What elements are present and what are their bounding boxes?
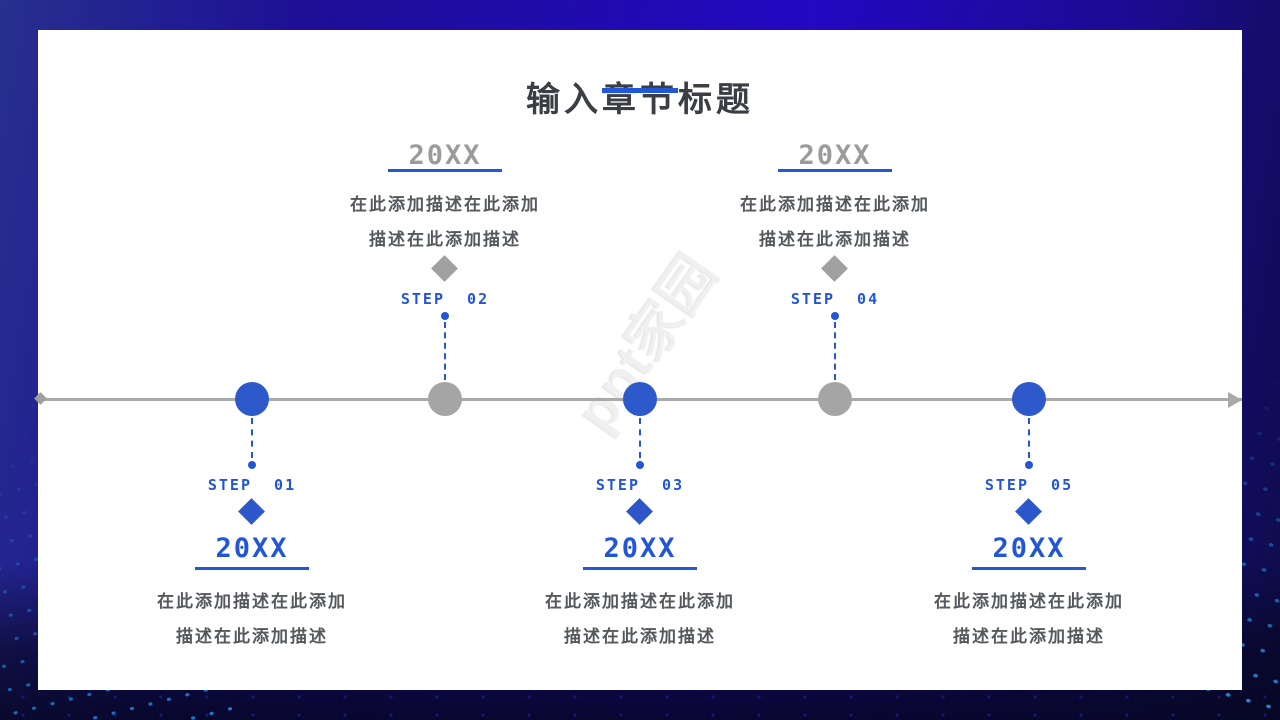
connector-dot	[441, 312, 449, 320]
halftone-dots-bottom	[0, 688, 1280, 720]
step-label: STEP 05	[984, 476, 1074, 494]
year-underline	[388, 169, 502, 172]
year-placeholder: 20XX	[603, 533, 677, 564]
title-underline	[602, 88, 678, 93]
diamond-icon	[238, 498, 265, 525]
connector-dot	[831, 312, 839, 320]
step-label: STEP 01	[207, 476, 297, 494]
connector-dot	[248, 461, 256, 469]
step-02-column: 20XX 在此添加描述在此添加 描述在此添加描述 STEP 02	[330, 30, 560, 690]
year-underline	[972, 567, 1086, 570]
description-line1: 在此添加描述在此添加	[157, 592, 347, 611]
connector-dashed-line	[1028, 418, 1030, 458]
page-title: 输入章节标题	[526, 81, 754, 119]
step-label: STEP 03	[595, 476, 685, 494]
timeline-start-diamond-icon	[34, 392, 47, 405]
step-01-column: STEP 01 20XX 在此添加描述在此添加 描述在此添加描述	[137, 30, 367, 690]
step-04-column: 20XX 在此添加描述在此添加 描述在此添加描述 STEP 04	[720, 30, 950, 690]
step-label: STEP 04	[790, 290, 880, 308]
timeline-node-3	[623, 382, 657, 416]
year-placeholder: 20XX	[798, 140, 872, 171]
year-underline	[778, 169, 892, 172]
year-placeholder: 20XX	[408, 140, 482, 171]
description-line1: 在此添加描述在此添加	[545, 592, 735, 611]
connector-dashed-line	[834, 322, 836, 380]
connector-dot	[1025, 461, 1033, 469]
timeline-node-1	[235, 382, 269, 416]
timeline-node-2	[428, 382, 462, 416]
description-line1: 在此添加描述在此添加	[934, 592, 1124, 611]
diamond-icon	[626, 498, 653, 525]
diamond-icon	[821, 255, 848, 282]
timeline-node-4	[818, 382, 852, 416]
description-line2: 描述在此添加描述	[953, 627, 1105, 646]
year-placeholder: 20XX	[992, 533, 1066, 564]
timeline-arrow-icon	[1228, 392, 1242, 408]
connector-dashed-line	[444, 322, 446, 380]
year-placeholder: 20XX	[215, 533, 289, 564]
connector-dashed-line	[639, 418, 641, 458]
description-line2: 描述在此添加描述	[759, 230, 911, 249]
step-05-column: STEP 05 20XX 在此添加描述在此添加 描述在此添加描述	[914, 30, 1144, 690]
year-underline	[583, 567, 697, 570]
year-underline	[195, 567, 309, 570]
diamond-icon	[431, 255, 458, 282]
description-line2: 描述在此添加描述	[176, 627, 328, 646]
slide-card: 输入章节标题 ppt家园 STEP 01 20XX 在此添加描述在此添加 描述在…	[34, 30, 1242, 690]
diamond-icon	[1015, 498, 1042, 525]
description-line1: 在此添加描述在此添加	[740, 195, 930, 214]
description-line2: 描述在此添加描述	[564, 627, 716, 646]
step-label: STEP 02	[400, 290, 490, 308]
timeline-node-5	[1012, 382, 1046, 416]
description-line2: 描述在此添加描述	[369, 230, 521, 249]
connector-dot	[636, 461, 644, 469]
connector-dashed-line	[251, 418, 253, 458]
step-03-column: STEP 03 20XX 在此添加描述在此添加 描述在此添加描述	[525, 30, 755, 690]
description-line1: 在此添加描述在此添加	[350, 195, 540, 214]
